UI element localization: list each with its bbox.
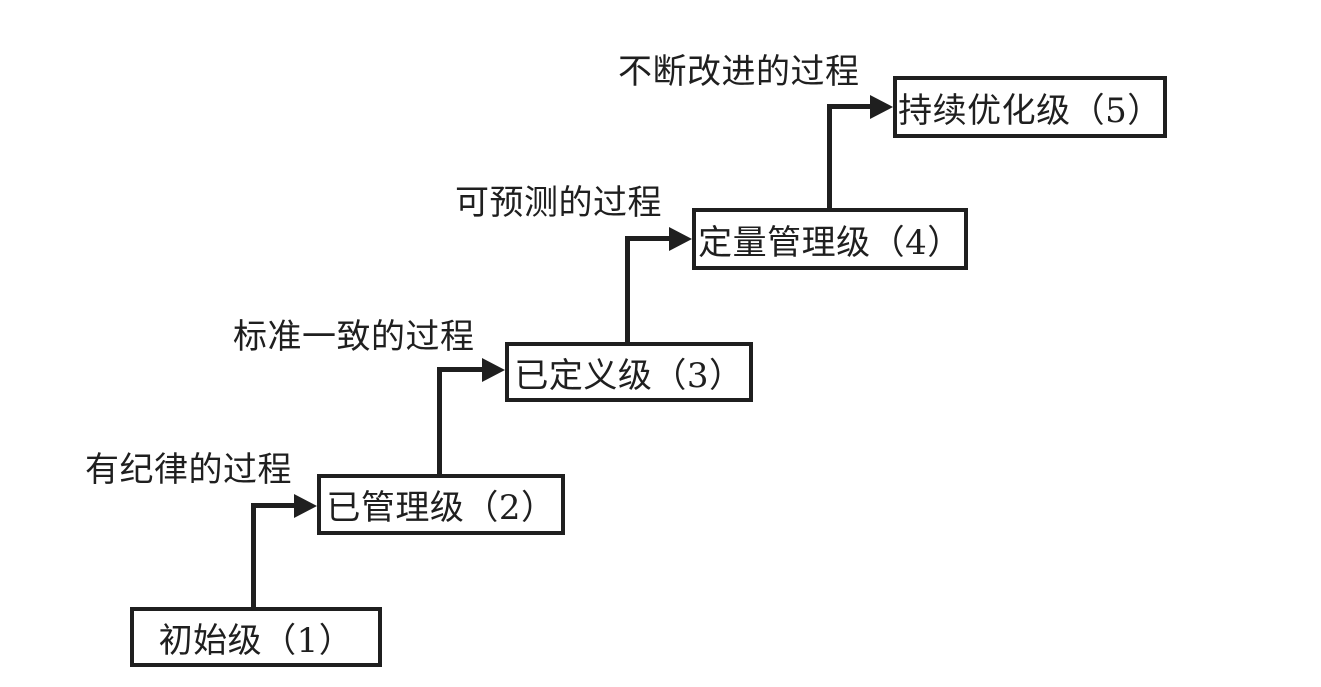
arrow-2-arrowhead-icon [482, 358, 505, 382]
arrow-4-arrowhead-icon [870, 95, 893, 119]
arrow-1-horizontal-segment [251, 503, 294, 508]
level-box-initial: 初始级（1） [130, 607, 382, 667]
level-box-managed: 已管理级（2） [317, 474, 565, 535]
arrow-3-vertical-segment [625, 236, 630, 342]
level-box-defined: 已定义级（3） [505, 342, 753, 402]
process-label-continuously-improving: 不断改进的过程 [618, 52, 860, 92]
arrow-1-vertical-segment [251, 503, 256, 607]
arrow-2-horizontal-segment [437, 367, 482, 372]
process-label-disciplined: 有纪律的过程 [85, 450, 292, 490]
level-box-quantitatively-managed: 定量管理级（4） [692, 208, 968, 270]
arrow-3-arrowhead-icon [669, 227, 692, 251]
arrow-4-horizontal-segment [827, 104, 870, 109]
level-box-optimizing: 持续优化级（5） [893, 76, 1167, 138]
arrow-3-horizontal-segment [625, 236, 669, 241]
arrow-2-vertical-segment [437, 367, 442, 474]
arrow-1-arrowhead-icon [294, 494, 317, 518]
process-label-predictable: 可预测的过程 [455, 183, 662, 223]
process-label-standard-consistent: 标准一致的过程 [233, 317, 475, 357]
arrow-4-vertical-segment [827, 104, 832, 208]
